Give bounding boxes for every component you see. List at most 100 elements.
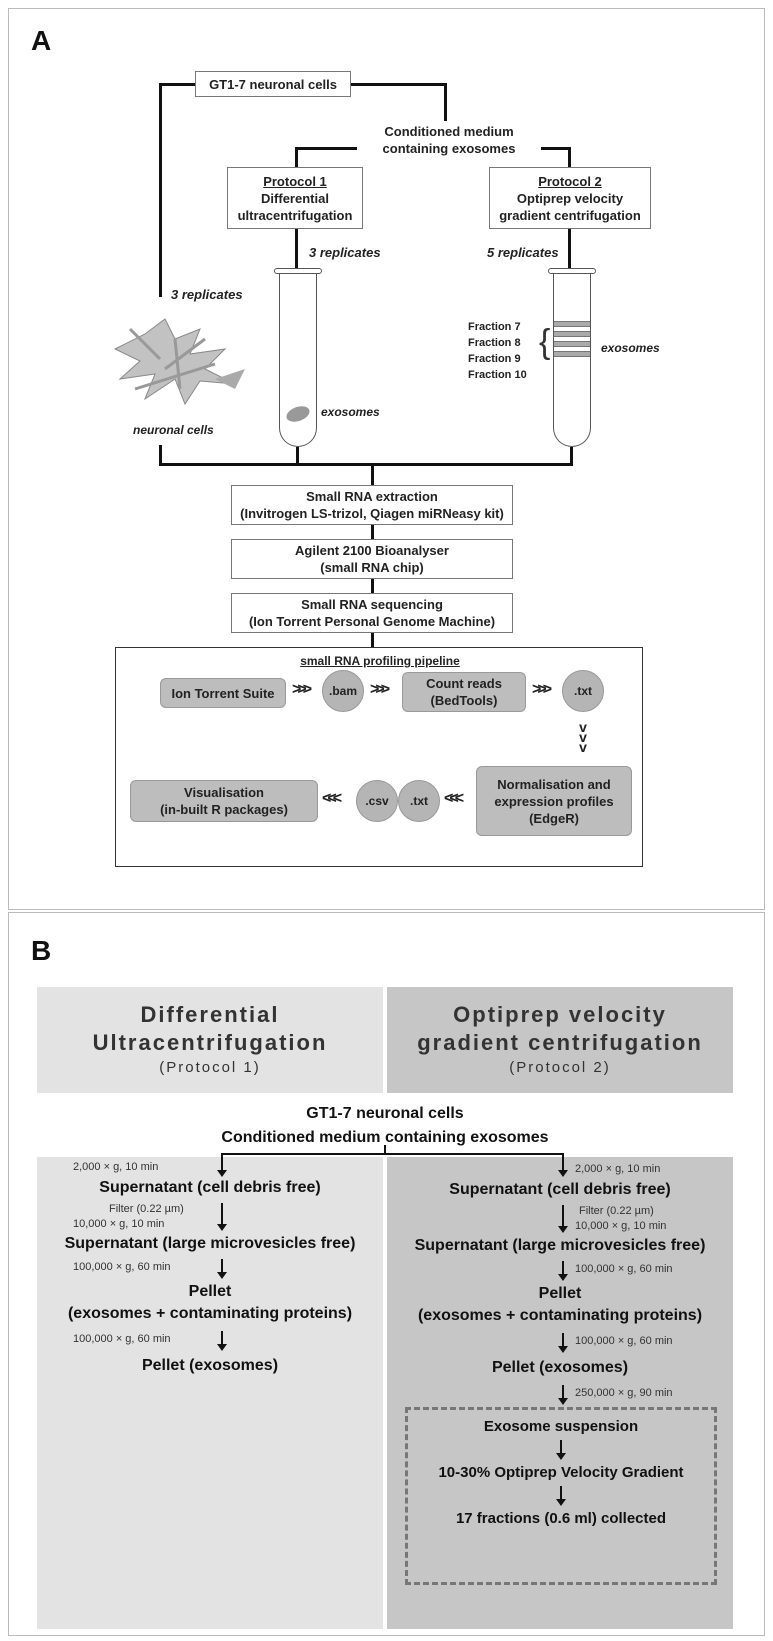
right-step-3b: (exosomes + contaminating proteins)	[417, 1307, 703, 1324]
panel-a: A GT1-7 neuronal cells Conditioned mediu…	[8, 8, 765, 910]
left-step-1: Supernatant (cell debris free)	[99, 1179, 321, 1196]
right-header-line-3: (Protocol 2)	[509, 1059, 611, 1076]
common-source: GT1-7 neuronal cells	[306, 1105, 464, 1122]
csv-label: .csv	[365, 794, 389, 808]
connector	[159, 463, 573, 466]
connector	[221, 1153, 563, 1155]
txt-file-icon: .txt	[562, 670, 604, 712]
tube-rim	[274, 268, 322, 274]
source-box: GT1-7 neuronal cells	[195, 71, 351, 97]
right-step-4: Pellet (exosomes)	[491, 1359, 629, 1376]
right-step-1: Supernatant (cell debris free)	[449, 1181, 671, 1198]
left-column	[37, 1157, 383, 1629]
pipeline-box: small RNA profiling pipeline Ion Torrent…	[115, 647, 643, 867]
connector	[296, 447, 299, 465]
pipeline-title: small RNA profiling pipeline	[300, 654, 460, 668]
ion-suite-box: Ion Torrent Suite	[160, 678, 286, 708]
tube-protocol2	[548, 268, 596, 447]
left-cond-2a: Filter (0.22 µm)	[109, 1203, 184, 1215]
gradient-band	[554, 351, 590, 357]
panel-a-label: A	[31, 25, 52, 56]
medium-line-1: Conditioned medium	[384, 124, 514, 139]
count-line-1: Count reads	[426, 676, 502, 691]
dashed-step-1: Exosome suspension	[483, 1418, 639, 1435]
protocol2-box: Protocol 2 Optiprep velocity gradient ce…	[489, 167, 651, 229]
bioanalyser-box: Agilent 2100 Bioanalyser (small RNA chip…	[231, 539, 513, 579]
panel-b-label: B	[31, 935, 52, 966]
left-cond-4: 100,000 × g, 60 min	[73, 1333, 171, 1345]
right-cond-1: 2,000 × g, 10 min	[575, 1163, 661, 1175]
arrow-down-icon	[556, 1486, 566, 1506]
tube-rim	[548, 268, 596, 274]
bioanalyser-line-2: (small RNA chip)	[320, 560, 424, 575]
cells-label: neuronal cells	[133, 423, 214, 437]
protocol1-replicates: 3 replicates	[309, 245, 381, 260]
panel-b: B Differential Ultracentrifugation (Prot…	[8, 912, 765, 1636]
dashed-step-3: 17 fractions (0.6 ml) collected	[455, 1510, 667, 1527]
connector	[159, 83, 195, 86]
right-column	[387, 1157, 733, 1629]
right-cond-4: 100,000 × g, 60 min	[575, 1335, 673, 1347]
cells-replicates: 3 replicates	[171, 287, 243, 302]
connector	[384, 1145, 386, 1155]
connector	[371, 579, 374, 593]
dashed-step-2: 10-30% Optiprep Velocity Gradient	[438, 1464, 684, 1481]
txt2-label: .txt	[410, 794, 428, 808]
fraction-brace: {	[539, 323, 551, 361]
bam-label: .bam	[328, 684, 357, 698]
sequencing-line-1: Small RNA sequencing	[301, 597, 443, 612]
chevron-right-icon: >>>	[532, 681, 552, 698]
arrow-down-icon	[558, 1385, 568, 1405]
left-cond-2b: 10,000 × g, 10 min	[73, 1218, 165, 1230]
arrow-down-icon	[558, 1205, 568, 1233]
ion-suite-label: Ion Torrent Suite	[171, 685, 275, 701]
common-medium: Conditioned medium containing exosomes	[221, 1129, 549, 1146]
arrow-down-icon	[217, 1203, 227, 1231]
left-header-line-1: Differential	[140, 1002, 280, 1027]
connector	[568, 229, 571, 271]
left-step-4: Pellet (exosomes)	[141, 1357, 279, 1374]
protocol1-line-2: ultracentrifugation	[237, 207, 353, 223]
right-step-3a: Pellet	[538, 1285, 582, 1302]
arrow-down-icon	[217, 1331, 227, 1351]
norm-line-2: expression profiles	[494, 793, 614, 809]
protocol1-line-1: Differential	[261, 190, 329, 206]
fraction-8: Fraction 8	[468, 337, 521, 349]
connector	[159, 445, 162, 465]
left-step-3a: Pellet	[188, 1283, 232, 1300]
normalisation-box: Normalisation and expression profiles (E…	[476, 766, 632, 836]
left-cond-3: 100,000 × g, 60 min	[73, 1261, 171, 1273]
sequencing-box: Small RNA sequencing (Ion Torrent Person…	[231, 593, 513, 633]
connector	[371, 633, 374, 647]
chevron-left-icon: <<<	[444, 790, 464, 807]
right-cond-5: 250,000 × g, 90 min	[575, 1387, 673, 1399]
chevron-left-icon: <<<	[322, 790, 342, 807]
arrow-down-icon	[217, 1153, 227, 1177]
connector	[541, 147, 571, 150]
right-step-2: Supernatant (large microvesicles free)	[414, 1237, 706, 1254]
chevron-right-icon: >>>	[370, 681, 390, 698]
protocol2-line-2: gradient centrifugation	[499, 207, 641, 223]
right-cond-2a: Filter (0.22 µm)	[579, 1205, 654, 1217]
arrow-down-icon	[556, 1440, 566, 1460]
optiprep-dashed-box: Exosome suspension 10-30% Optiprep Veloc…	[405, 1407, 717, 1585]
right-header: Optiprep velocity gradient centrifugatio…	[387, 987, 733, 1093]
connector	[568, 147, 571, 167]
left-cond-1: 2,000 × g, 10 min	[73, 1161, 159, 1173]
fractions-exosomes-label: exosomes	[601, 341, 660, 355]
gradient-band	[554, 321, 590, 327]
count-line-2: (BedTools)	[430, 693, 498, 708]
bioanalyser-line-1: Agilent 2100 Bioanalyser	[295, 543, 449, 558]
left-header-line-3: (Protocol 1)	[159, 1059, 261, 1076]
protocol1-title: Protocol 1	[263, 173, 327, 189]
fraction-10: Fraction 10	[468, 369, 527, 381]
txt-file-icon: .txt	[398, 780, 440, 822]
connector	[351, 83, 447, 86]
arrow-down-icon	[217, 1259, 227, 1279]
txt1-label: .txt	[574, 684, 592, 698]
right-header-line-2: gradient centrifugation	[417, 1030, 703, 1055]
right-header-line-1: Optiprep velocity	[453, 1002, 667, 1027]
connector	[444, 83, 447, 121]
connector	[295, 147, 298, 167]
